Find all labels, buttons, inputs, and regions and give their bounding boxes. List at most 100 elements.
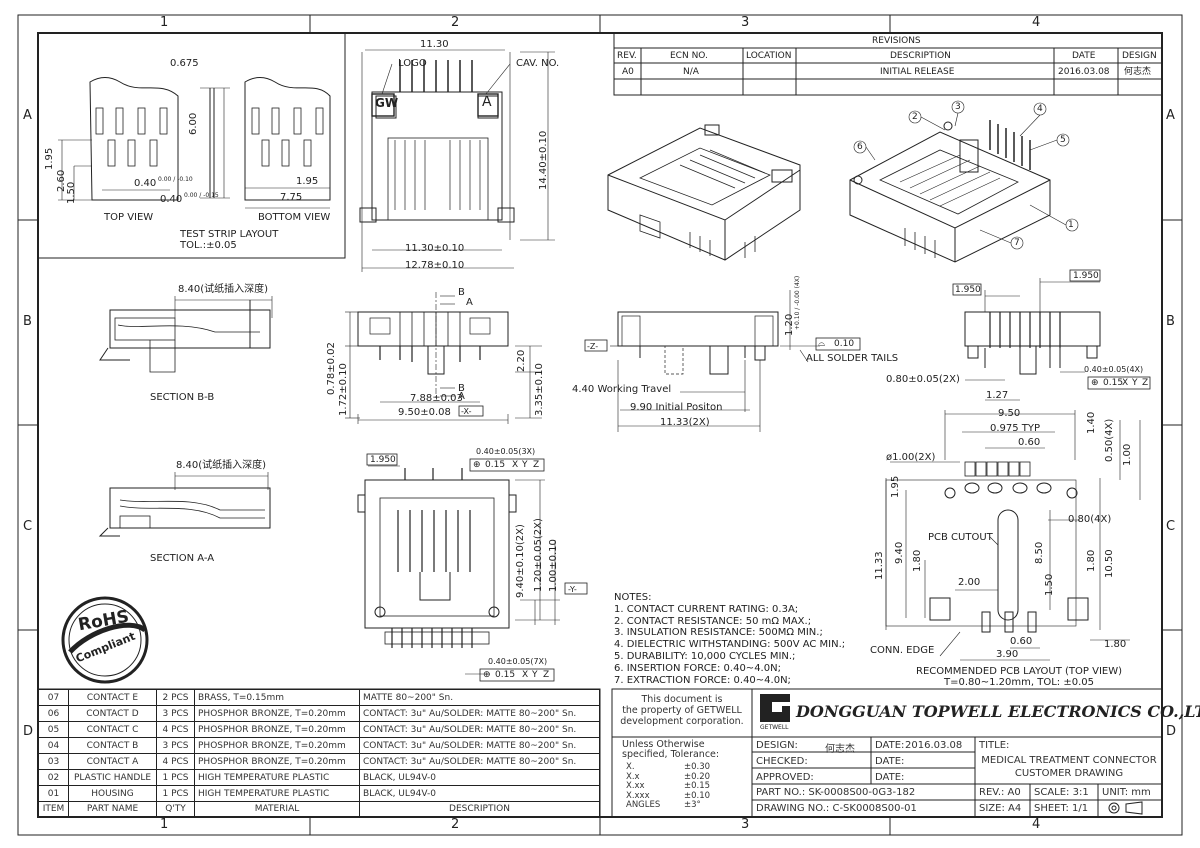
bv-dim-040-3x: 0.40±0.05(3X) [476,447,536,456]
bom-header-item: ITEM [38,801,69,817]
bom-description: BLACK, UL94V-0 [359,785,600,802]
bom-header-qty: Q'TY [156,801,195,817]
bv-dim-100: 1.00±0.10 [548,539,559,592]
bv-fcf-bot-y: Y [532,670,538,680]
sbb-label: SECTION B-B [150,392,215,403]
size: SIZE: A4 [979,803,1022,814]
pcb-dim-100: 1.00 [1122,443,1133,466]
bom-material: HIGH TEMPERATURE PLASTIC [194,769,360,786]
bom-item: 06 [38,705,69,722]
sv-dim-335: 3.35±0.10 [534,363,545,416]
pcb-dim-180b: 1.80 [1086,549,1097,572]
balloon-7: 7 [1014,238,1020,248]
property-line-3: development corporation. [620,716,744,727]
rv-fcf-z: Z [1142,378,1149,388]
rev-header-description: DESCRIPTION [890,51,951,61]
tol-row-5: ANGLES±3° [626,800,701,811]
sv-dim-950: 9.50±0.08 [398,407,451,418]
tv-dim-1133: 11.33(2X) [660,417,710,428]
title-line-2: CUSTOMER DRAWING [1014,768,1124,779]
zone-row-d-right: D [1166,724,1177,739]
company-name: DONGGUAN TOPWELL ELECTRONICS CO.,LTD. [796,702,1200,721]
bv-fcf-bot-x: X [522,670,529,680]
zone-col-2-bottom: 2 [451,817,460,832]
property-notice: This document is the property of GETWELL… [614,694,750,727]
projection-symbol [1108,801,1143,815]
title-line-1: MEDICAL TREATMENT CONNECTOR [981,755,1157,766]
bom-description: CONTACT: 3u" Au/SOLDER: MATTE 80~200" Sn… [359,753,600,770]
checked-date-label: DATE: [875,756,905,767]
notes-title: NOTES: [614,592,652,603]
bom-item: 07 [38,689,69,706]
rev-header-date: DATE [1072,51,1096,61]
bom-description: BLACK, UL94V-0 [359,769,600,786]
rev-row-date: 2016.03.08 [1058,67,1110,77]
zone-row-c-right: C [1166,519,1176,534]
bom-part-name: CONTACT A [68,753,157,770]
tol-row-3: X.xx±0.15 [626,781,711,792]
tolerance-line-2: specified, Tolerance: [622,749,720,760]
pcb-title: RECOMMENDED PCB LAYOUT (TOP VIEW) [916,666,1123,677]
rev-header-ecn: ECN NO. [670,51,708,61]
zone-row-b-right: B [1166,314,1175,329]
sv-datum-x: -X- [461,407,472,416]
ts-dim-040a-tol: 0.00 / -0.10 [158,176,193,183]
bom-part-name: PLASTIC HANDLE [68,769,157,786]
balloon-1: 1 [1068,220,1074,230]
date-label: DATE: [875,740,905,751]
balloon-3: 3 [955,102,961,112]
bom-material: PHOSPHOR BRONZE, T=0.20mm [194,721,360,738]
ts-top-view: TOP VIEW [104,212,154,223]
bom-qty: 1 PCS [156,785,195,802]
bom-header-row: ITEM PART NAME Q'TY MATERIAL DESCRIPTION [38,801,600,817]
bv-datum-y: -Y- [568,585,577,594]
rev-header-location: LOCATION [746,51,792,61]
bv-dim-040-7x: 0.40±0.05(7X) [488,657,548,666]
pcb-dim-950: 9.50 [998,408,1021,419]
pcb-dim-150: 1.50 [1044,573,1055,596]
balloon-2: 2 [912,112,918,122]
bom-item: 04 [38,737,69,754]
balloon-6: 6 [857,142,863,152]
tv-dim-120-tol: +0.10 / -0.00 (4X) [794,275,801,330]
tv-datum-z: -Z- [587,342,599,351]
tv-flatness-symbol: ⌓ [818,339,826,349]
rev-header-design: DESIGN [1122,51,1157,61]
ts-bottom-view: BOTTOM VIEW [258,212,331,223]
bom-item: 03 [38,753,69,770]
note-1: 1. CONTACT CURRENT RATING: 0.3A; [614,603,799,615]
bom-description: MATTE 80~200" Sn. [359,689,600,706]
note-7: 7. EXTRACTION FORCE: 0.40~4.0N; [614,674,791,686]
rv-fcf-x: X [1122,378,1129,388]
zone-col-1-bottom: 1 [160,817,169,832]
bom-material: BRASS, T=0.15mm [194,689,360,706]
bom-part-name: CONTACT B [68,737,157,754]
saa-label: SECTION A-A [150,553,215,564]
tv-solder: ALL SOLDER TAILS [806,353,899,364]
fv-dim-top: 11.30 [420,39,449,50]
bom-item: 05 [38,721,69,738]
rev-row-description: INITIAL RELEASE [880,67,955,77]
rv-dim-127: 1.27 [986,390,1009,401]
approved-date-label: DATE: [875,772,905,783]
pcb-dim-060b: 0.60 [1010,636,1033,647]
zone-row-a-left: A [23,108,32,123]
pcb-dim-0975: 0.975 TYP [990,423,1041,434]
ts-title: TEST STRIP LAYOUT [180,229,279,240]
pcb-cutout: PCB CUTOUT [928,532,993,543]
ts-dim-195: 1.95 [44,147,55,170]
bom-part-name: CONTACT D [68,705,157,722]
note-3: 3. INSULATION RESISTANCE: 500MΩ MIN.; [614,627,823,639]
pcb-hole: ø1.00(2X) [886,452,936,463]
zone-col-1-top: 1 [160,15,169,30]
sv-dim-220: 2.20 [516,349,527,372]
zone-row-b-left: B [23,314,32,329]
balloon-5: 5 [1060,135,1066,145]
bom-description: CONTACT: 3u" Au/SOLDER: MATTE 80~200" Sn… [359,721,600,738]
pcb-dim-140: 1.40 [1086,411,1097,434]
